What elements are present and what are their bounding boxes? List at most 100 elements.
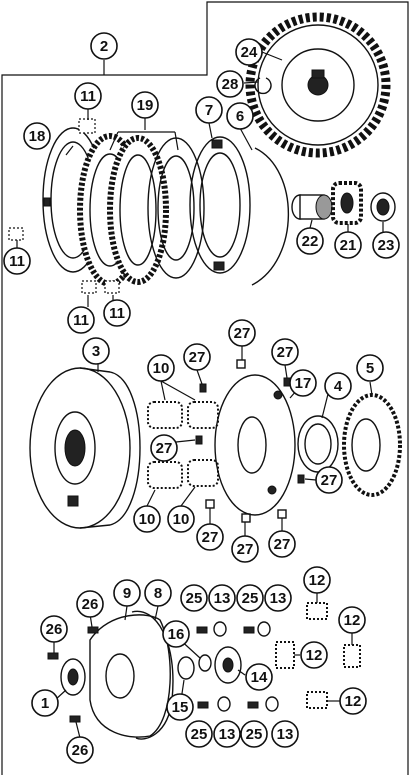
- svg-text:5: 5: [366, 360, 374, 377]
- primary-gear-21: [331, 181, 363, 225]
- callout-28: 28: [216, 70, 244, 98]
- callout-11-top: 11: [74, 82, 102, 110]
- svg-text:4: 4: [334, 378, 343, 395]
- needle-bearing-22: [291, 194, 333, 220]
- svg-text:11: 11: [80, 88, 96, 105]
- svg-text:13: 13: [219, 726, 236, 743]
- svg-text:27: 27: [234, 325, 251, 342]
- svg-text:27: 27: [202, 529, 219, 546]
- svg-text:13: 13: [277, 726, 294, 743]
- washer-16: [198, 654, 212, 672]
- svg-text:15: 15: [172, 699, 189, 716]
- callout-4: 4: [324, 372, 352, 400]
- svg-text:26: 26: [46, 621, 63, 638]
- callout-14: 14: [245, 663, 273, 691]
- svg-text:25: 25: [242, 590, 259, 607]
- callout-13-d: 13: [271, 720, 299, 748]
- callout-26-c: 26: [66, 736, 94, 764]
- svg-text:10: 10: [173, 511, 190, 528]
- callout-27-c: 27: [271, 338, 299, 366]
- svg-text:27: 27: [189, 349, 206, 366]
- callout-22: 22: [296, 227, 324, 255]
- springs-12: [275, 602, 361, 709]
- svg-text:26: 26: [72, 742, 89, 759]
- svg-text:16: 16: [168, 626, 185, 643]
- svg-text:8: 8: [154, 585, 162, 602]
- callout-27-f: 27: [196, 523, 224, 551]
- callout-7: 7: [195, 96, 223, 124]
- wire-ring-6: [251, 147, 290, 286]
- callout-17: 17: [289, 369, 317, 397]
- driven-gear-24: [245, 12, 391, 158]
- spring-11-b: [8, 227, 24, 241]
- callout-26-a: 26: [76, 590, 104, 618]
- callout-27-g: 27: [231, 535, 259, 563]
- svg-text:7: 7: [205, 102, 213, 119]
- springs-10: [147, 401, 219, 489]
- callout-9: 9: [113, 579, 141, 607]
- callout-11-bottom-left: 11: [67, 306, 95, 334]
- svg-text:9: 9: [123, 585, 131, 602]
- svg-text:25: 25: [191, 726, 208, 743]
- svg-text:6: 6: [236, 108, 244, 125]
- cam-14: [214, 646, 242, 684]
- callout-5: 5: [356, 354, 384, 382]
- callout-6: 6: [226, 102, 254, 130]
- svg-text:10: 10: [153, 360, 170, 377]
- callout-25-c: 25: [185, 720, 213, 748]
- callout-8: 8: [144, 579, 172, 607]
- collar-23: [370, 192, 396, 222]
- callout-13-b: 13: [264, 584, 292, 612]
- callout-24: 24: [235, 38, 263, 66]
- callout-25-a: 25: [180, 584, 208, 612]
- callout-27-b: 27: [228, 319, 256, 347]
- svg-text:13: 13: [214, 590, 231, 607]
- callout-27-e: 27: [315, 466, 343, 494]
- washers-13: [213, 621, 279, 712]
- svg-text:12: 12: [309, 572, 326, 589]
- svg-text:21: 21: [340, 237, 357, 254]
- shoe-carrier-17: [214, 374, 296, 516]
- callout-27-h: 27: [268, 530, 296, 558]
- svg-text:1: 1: [41, 695, 49, 712]
- svg-text:27: 27: [237, 541, 254, 558]
- svg-text:11: 11: [9, 253, 25, 270]
- callout-25-d: 25: [240, 720, 268, 748]
- callout-12-b: 12: [338, 606, 366, 634]
- svg-text:13: 13: [270, 590, 287, 607]
- pressure-plate-7: [189, 136, 251, 274]
- svg-text:26: 26: [82, 596, 99, 613]
- callout-10-top: 10: [147, 354, 175, 382]
- svg-text:18: 18: [29, 128, 46, 145]
- callout-2: 2: [90, 32, 118, 60]
- callout-27-d: 27: [150, 434, 178, 462]
- callout-3: 3: [82, 337, 110, 365]
- svg-text:10: 10: [139, 511, 156, 528]
- cover-9: [89, 614, 171, 738]
- svg-text:25: 25: [186, 590, 203, 607]
- callout-1: 1: [31, 689, 59, 717]
- callout-13-a: 13: [208, 584, 236, 612]
- callout-11-left: 11: [3, 247, 31, 275]
- bearing-15: [177, 656, 195, 680]
- svg-text:11: 11: [109, 305, 125, 322]
- svg-text:24: 24: [241, 44, 258, 61]
- callout-12-c: 12: [300, 641, 328, 669]
- svg-text:27: 27: [277, 344, 294, 361]
- clutch-housing-3: [29, 367, 141, 529]
- friction-discs-19: [77, 133, 205, 287]
- callout-26-b: 26: [40, 615, 68, 643]
- bolts-25: [196, 626, 259, 709]
- gasket-8: [131, 610, 174, 740]
- svg-text:22: 22: [302, 233, 319, 250]
- bolts-26: [47, 626, 99, 723]
- svg-text:27: 27: [274, 536, 291, 553]
- svg-text:12: 12: [306, 647, 323, 664]
- rollers-27: [195, 359, 305, 523]
- callout-12-a: 12: [303, 566, 331, 594]
- svg-text:23: 23: [378, 237, 395, 254]
- callout-19: 19: [131, 91, 159, 119]
